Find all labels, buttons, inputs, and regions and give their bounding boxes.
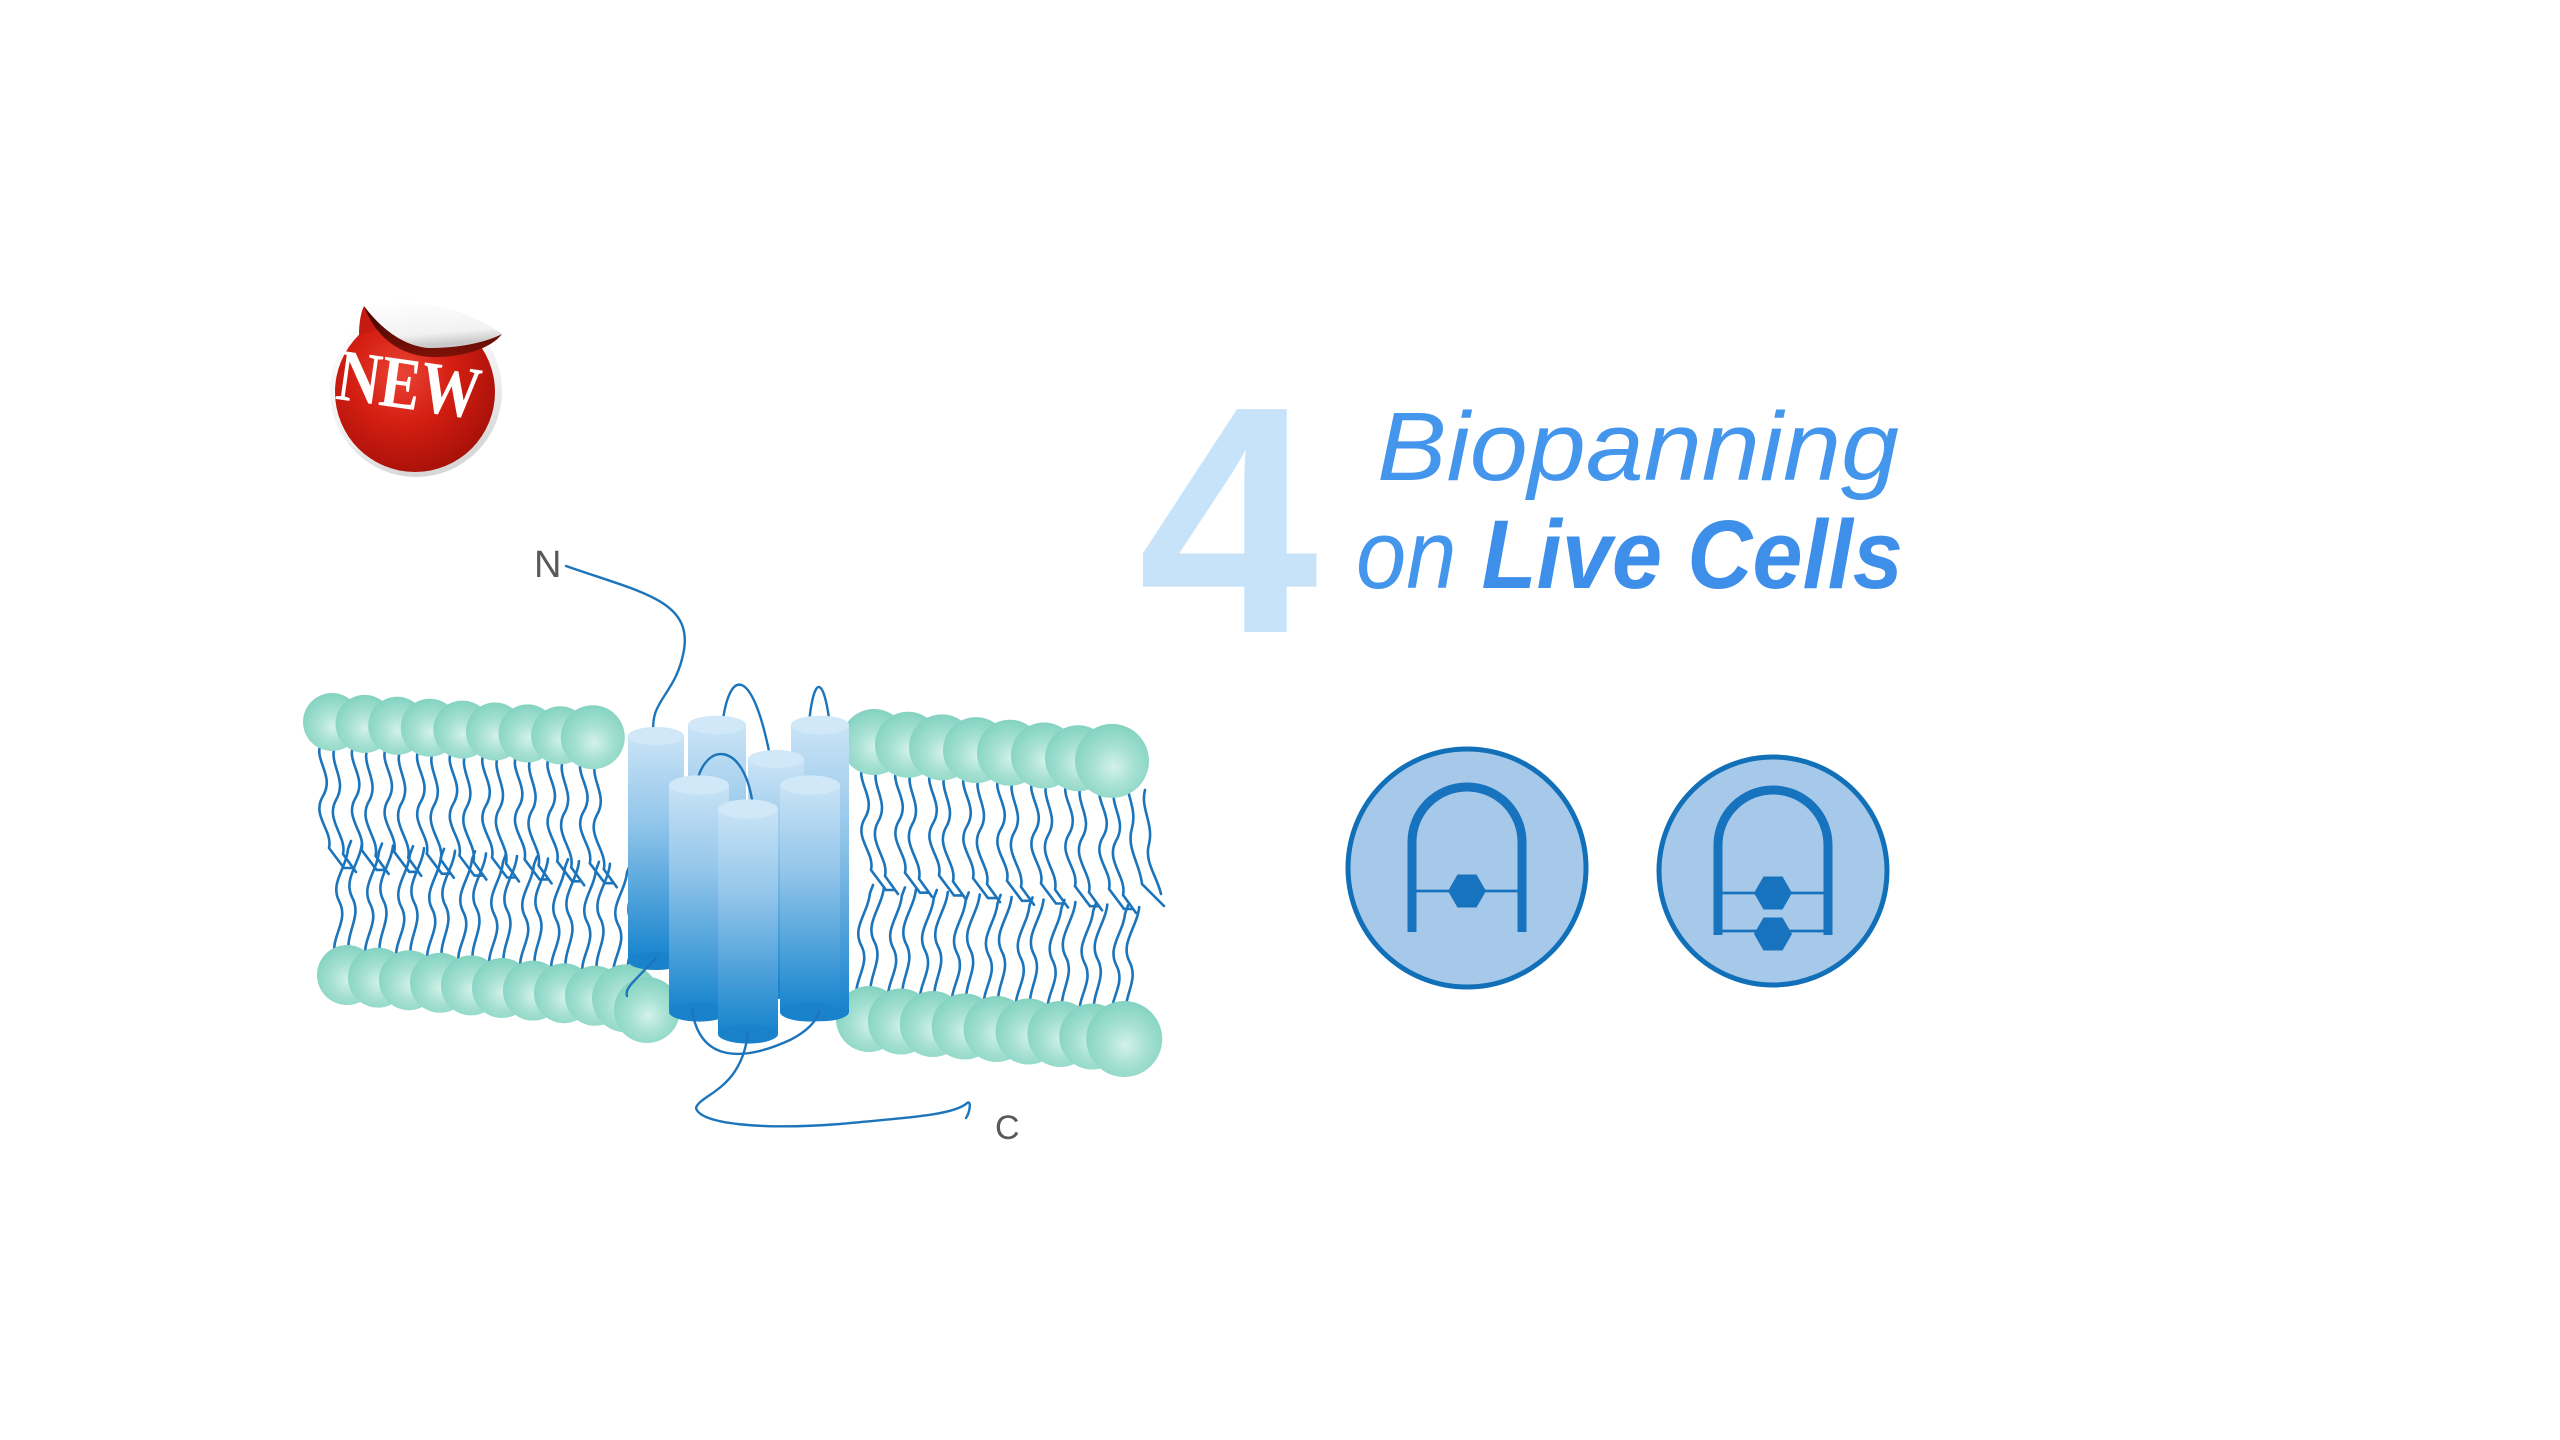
svg-text:on Live Cells: on Live Cells [1356,500,1903,609]
svg-text:NEW: NEW [332,334,486,435]
svg-text:4: 4 [1138,339,1320,701]
svg-text:N: N [534,544,561,586]
svg-text:Biopanning: Biopanning [1377,392,1899,501]
svg-text:C: C [995,1109,1020,1147]
